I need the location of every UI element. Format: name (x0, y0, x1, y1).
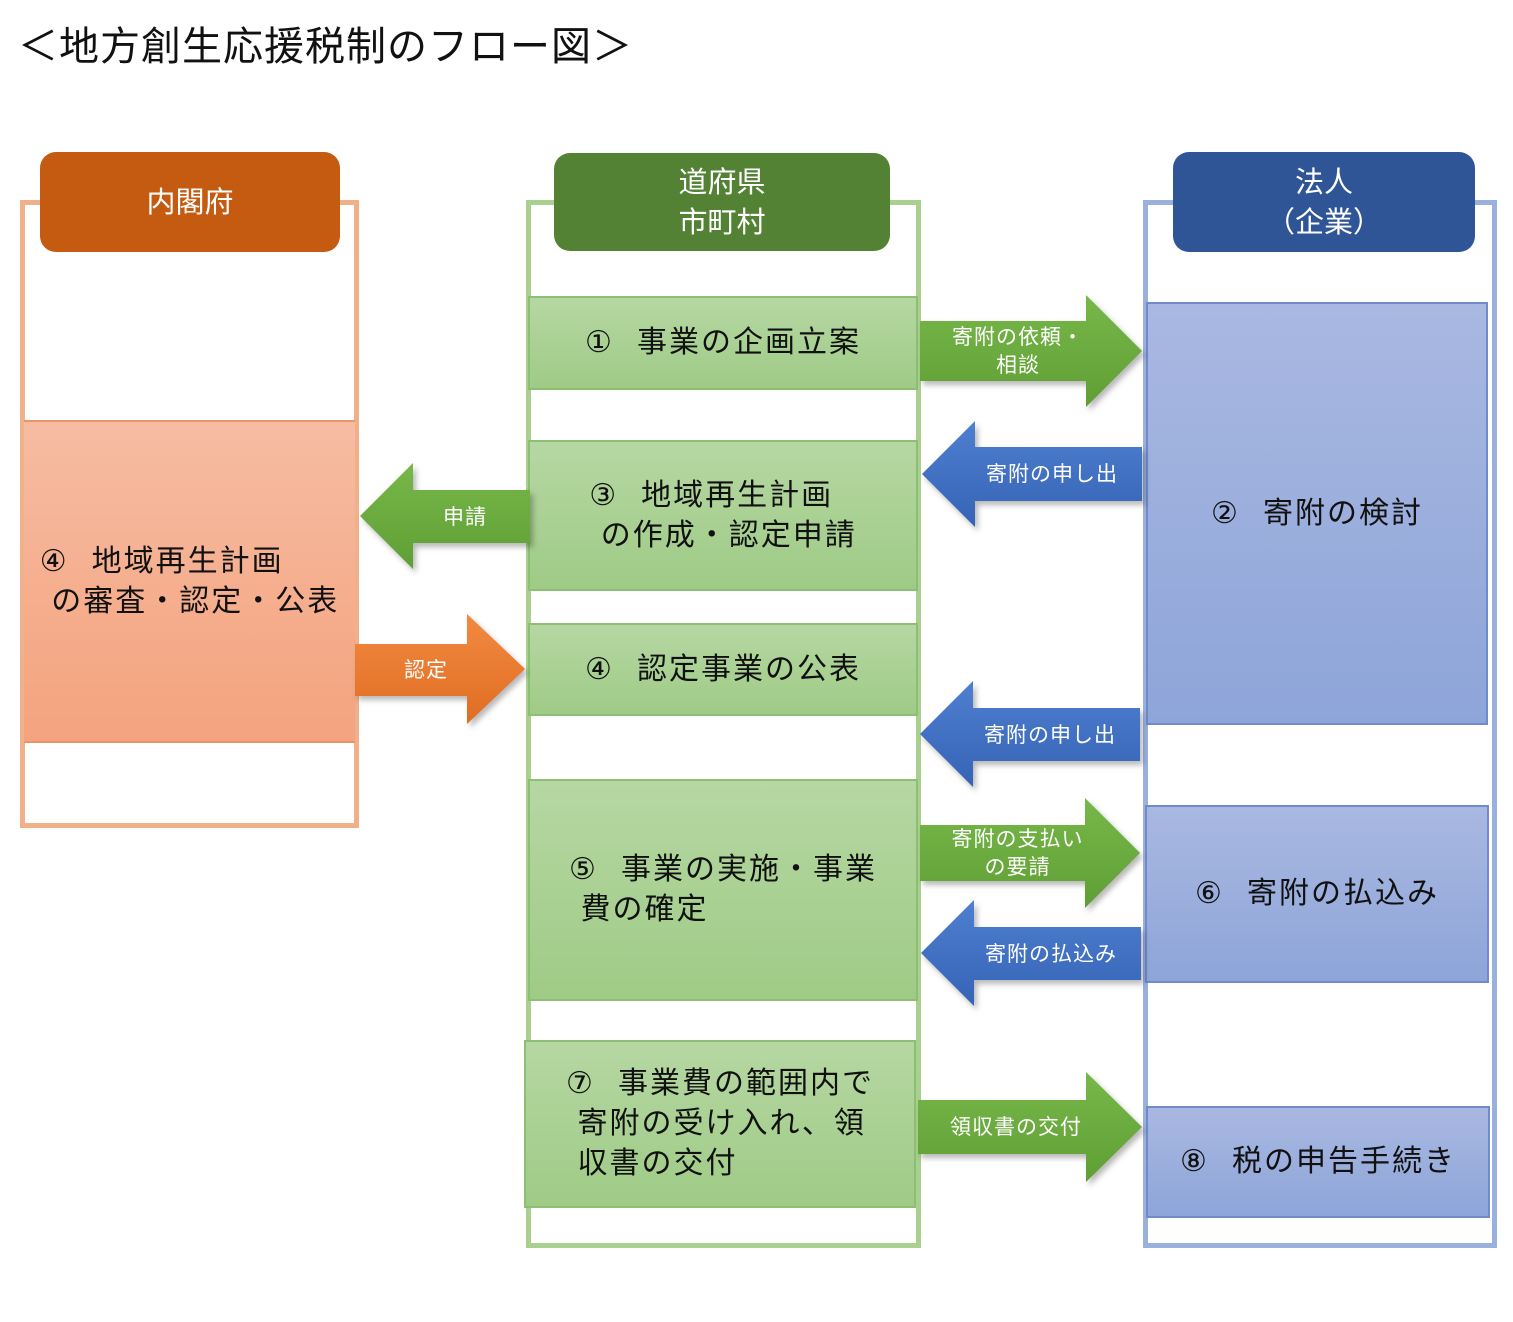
step-4-publication: ④ 認定事業の公表 (528, 623, 918, 716)
step-7-acceptance-receipt: ⑦ 事業費の範囲内で 寄附の受け入れ、領 収書の交付 (524, 1040, 916, 1208)
arrow-apply: 申請 (360, 463, 530, 569)
arrow-donation-payment: 寄附の払込み (921, 900, 1141, 1006)
arrow-right-shape (920, 295, 1142, 407)
arrow-certify-label: 認定 (404, 658, 448, 682)
step-5-label: ⑤ 事業の実施・事業 費の確定 (569, 852, 877, 927)
arrow-payment-request-label: 寄附の支払い の要請 (951, 827, 1084, 879)
header-local-government: 道府県 市町村 (554, 153, 890, 251)
header-corporation: 法人 （企業） (1173, 152, 1475, 252)
step-2-label: ② 寄附の検討 (1211, 496, 1423, 531)
step-2-donation-consideration: ② 寄附の検討 (1146, 302, 1488, 725)
step-7-label: ⑦ 事業費の範囲内で 寄附の受け入れ、領 収書の交付 (566, 1066, 874, 1181)
header-local-line2: 市町村 (678, 205, 766, 239)
arrow-left-shape (360, 463, 530, 569)
arrow-certify: 認定 (355, 614, 525, 724)
arrow-apply-label: 申請 (443, 504, 487, 529)
step-1-label: ① 事業の企画立案 (585, 325, 861, 360)
arrow-right-shape (920, 798, 1140, 908)
arrow-left-shape (922, 421, 1142, 527)
step-4-local-label: ④ 認定事業の公表 (585, 651, 861, 687)
arrow-receipt-issuance: 領収書の交付 (918, 1072, 1142, 1182)
header-corp-line2: （企業） (1265, 205, 1382, 239)
arrow-payment-request: 寄附の支払い の要請 (920, 798, 1140, 908)
step-4-review-certify: ④ 地域再生計画 の審査・認定・公表 (24, 420, 355, 743)
step-3-label: ③ 地域再生計画 の作成・認定申請 (589, 477, 857, 553)
arrow-request-consult: 寄附の依頼・ 相談 (920, 295, 1142, 407)
header-cabinet-office: 内閣府 (40, 152, 340, 252)
step-6-donation-payment: ⑥ 寄附の払込み (1145, 805, 1489, 983)
arrow-receipt-issuance-label: 領収書の交付 (950, 1115, 1082, 1139)
step-8-tax-filing: ⑧ 税の申告手続き (1146, 1106, 1490, 1218)
arrow-donation-offer-2: 寄附の申し出 (920, 681, 1140, 787)
arrow-donation-payment-label: 寄附の払込み (985, 941, 1117, 966)
step-5-implementation: ⑤ 事業の実施・事業 費の確定 (528, 779, 918, 1001)
arrow-donation-offer-2-label: 寄附の申し出 (984, 722, 1116, 747)
step-8-label: ⑧ 税の申告手続き (1180, 1144, 1456, 1179)
step-1-project-planning: ① 事業の企画立案 (528, 296, 918, 390)
arrow-donation-offer-1-label: 寄附の申し出 (986, 462, 1118, 486)
header-cabinet-office-label: 内閣府 (146, 185, 234, 219)
arrow-right-shape (355, 614, 525, 724)
arrow-left-shape (920, 681, 1140, 787)
step-3-plan-creation: ③ 地域再生計画 の作成・認定申請 (528, 440, 918, 591)
arrow-left-shape (921, 900, 1141, 1006)
header-corp-line1: 法人 (1294, 165, 1353, 199)
step-4-cabinet-label: ④ 地域再生計画 の審査・認定・公表 (39, 543, 340, 619)
page-title: ＜地方創生応援税制のフロー図＞ (18, 24, 633, 70)
header-local-line1: 道府県 (678, 165, 766, 199)
arrow-request-consult-label: 寄附の依頼・ 相談 (952, 325, 1084, 377)
arrow-right-shape (918, 1072, 1142, 1182)
step-6-label: ⑥ 寄附の払込み (1195, 876, 1439, 911)
arrow-donation-offer-1: 寄附の申し出 (922, 421, 1142, 527)
